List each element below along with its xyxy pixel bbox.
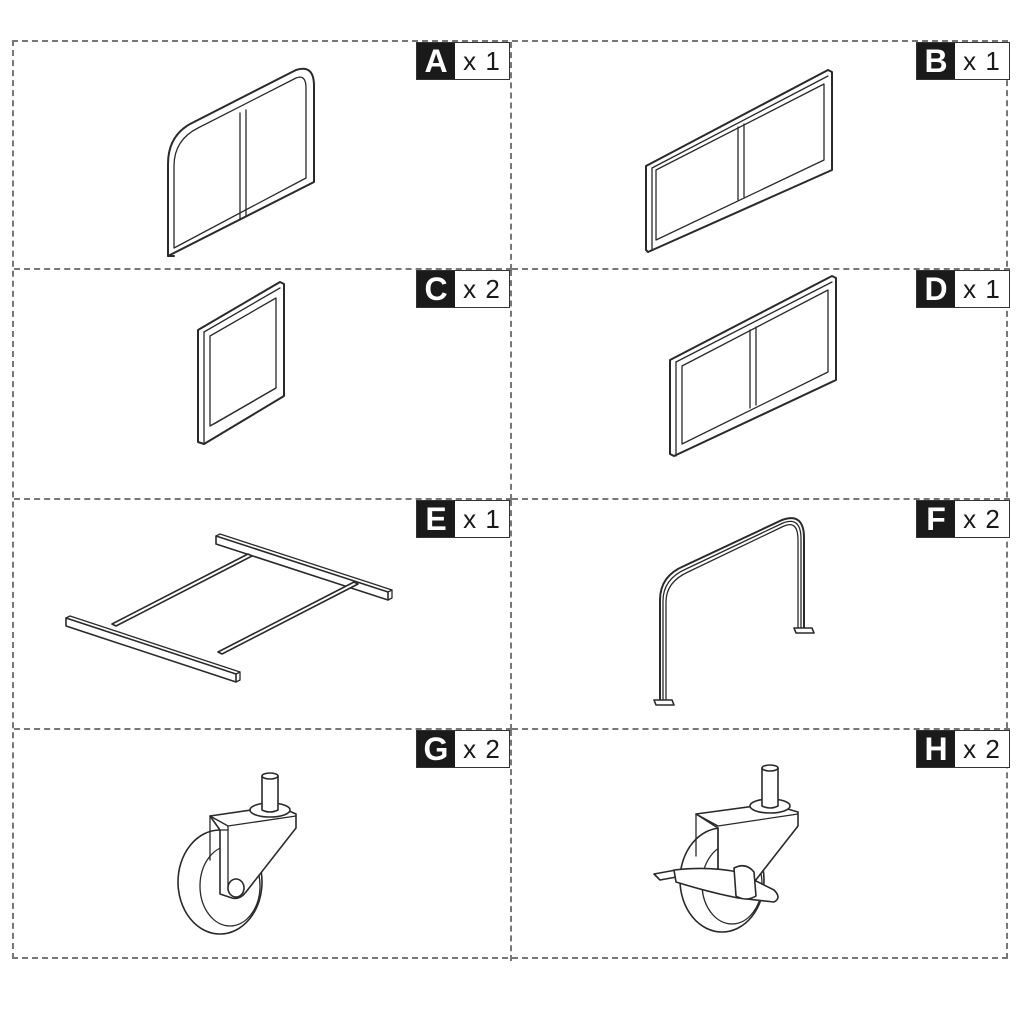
- part-letter: B: [917, 43, 955, 79]
- base-frame-icon: [14, 500, 510, 728]
- part-letter: E: [417, 501, 455, 537]
- part-letter: F: [917, 501, 955, 537]
- rounded-frame-icon: [14, 42, 510, 268]
- part-cell-d: D x 1: [512, 270, 1010, 500]
- part-quantity: x 1: [963, 273, 1001, 304]
- part-label-b: B x 1: [916, 42, 1010, 80]
- part-quantity: x 2: [463, 733, 501, 764]
- frame-with-bar-icon: [512, 270, 1010, 498]
- part-cell-a: A x 1: [14, 42, 512, 270]
- part-label-h: H x 2: [916, 730, 1010, 768]
- part-cell-g: G x 2: [14, 730, 512, 961]
- part-quantity: x 1: [463, 503, 501, 534]
- part-quantity: x 1: [463, 45, 501, 76]
- part-quantity: x 2: [963, 733, 1001, 764]
- u-handle-icon: [512, 500, 1010, 728]
- small-frame-icon: [14, 270, 510, 498]
- part-letter: A: [417, 43, 455, 79]
- part-quantity: x 1: [963, 45, 1001, 76]
- swivel-caster-icon: [14, 730, 510, 961]
- part-label-a: A x 1: [416, 42, 510, 80]
- part-letter: G: [417, 731, 455, 767]
- part-cell-f: F x 2: [512, 500, 1010, 730]
- part-label-g: G x 2: [416, 730, 510, 768]
- locking-caster-icon: [512, 730, 1010, 961]
- part-label-d: D x 1: [916, 270, 1010, 308]
- part-cell-c: C x 2: [14, 270, 512, 500]
- part-letter: C: [417, 271, 455, 307]
- part-cell-h: H x 2: [512, 730, 1010, 961]
- part-label-c: C x 2: [416, 270, 510, 308]
- part-cell-e: E x 1: [14, 500, 512, 730]
- part-letter: D: [917, 271, 955, 307]
- part-cell-b: B x 1: [512, 42, 1010, 270]
- part-label-e: E x 1: [416, 500, 510, 538]
- part-label-f: F x 2: [916, 500, 1010, 538]
- part-quantity: x 2: [463, 273, 501, 304]
- parts-list-grid: A x 1 B x 1: [12, 40, 1010, 961]
- part-letter: H: [917, 731, 955, 767]
- long-frame-icon: [512, 42, 1010, 268]
- part-quantity: x 2: [963, 503, 1001, 534]
